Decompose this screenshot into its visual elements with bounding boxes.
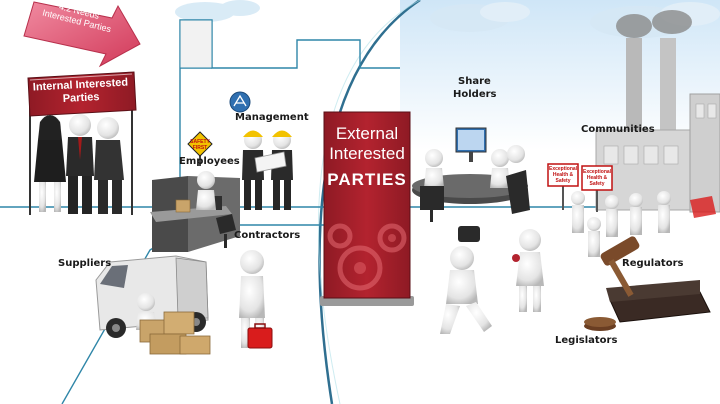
community-protest xyxy=(547,163,716,257)
safety-first-sign-text: SAFETY FIRST xyxy=(190,139,210,151)
label-employees: Employees xyxy=(179,156,240,167)
external-banner-line2: Interested xyxy=(329,144,405,163)
protest-sign-text-2: Exceptional Health & Safety xyxy=(583,169,612,187)
external-banner-line1: External xyxy=(335,124,399,143)
doorway-panel xyxy=(179,19,213,69)
label-share-holders-line2: Holders xyxy=(453,89,497,100)
supplier-van xyxy=(95,255,211,355)
external-banner-line3: PARTIES xyxy=(327,170,407,189)
label-share-holders-line1: Share xyxy=(458,76,491,87)
management-icon xyxy=(229,91,251,113)
share-holders-meeting xyxy=(412,127,530,222)
internal-figures xyxy=(34,114,124,214)
label-contractors: Contractors xyxy=(234,230,301,241)
gavel-and-book xyxy=(584,236,711,331)
safety-first-sign xyxy=(187,131,213,166)
label-regulators: Regulators xyxy=(622,258,684,269)
label-management: Management xyxy=(235,112,309,123)
protest-sign-text-1: Exceptional Health & Safety xyxy=(549,166,578,184)
internal-banner-text: Internal Interested Parties xyxy=(29,76,133,113)
external-banner xyxy=(320,111,414,306)
label-communities: Communities xyxy=(581,124,655,135)
slide-arrow xyxy=(23,1,141,68)
contractor xyxy=(239,250,273,349)
media-figures xyxy=(440,226,544,334)
internal-banner xyxy=(27,71,137,215)
managers xyxy=(242,130,293,210)
label-legislators: Legislators xyxy=(555,335,618,346)
label-suppliers: Suppliers xyxy=(58,258,112,269)
employee-cubicle xyxy=(150,171,240,252)
external-banner-text: External Interested PARTIES xyxy=(326,124,408,192)
